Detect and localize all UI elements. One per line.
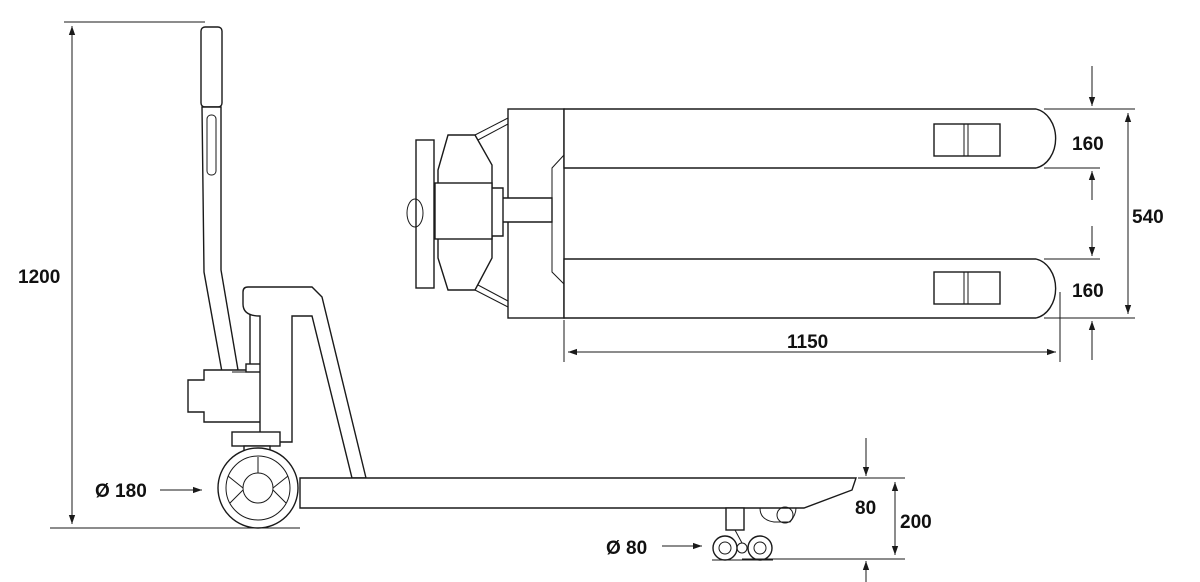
top-view <box>406 108 1057 319</box>
overall-height-label: 1200 <box>18 267 60 288</box>
overall-width-label: 540 <box>1132 207 1164 228</box>
load-roller-right <box>747 535 773 561</box>
load-roller-diameter-label: Ø 80 <box>606 538 647 559</box>
handle-grip <box>200 26 223 108</box>
fork-top <box>563 108 1057 169</box>
chassis-frame <box>242 286 367 479</box>
fork-side <box>299 477 857 509</box>
lifted-height-label: 200 <box>900 512 932 533</box>
steer-plate <box>415 139 435 289</box>
dimension-lines <box>50 21 1135 582</box>
fork-bottom <box>563 258 1057 319</box>
fork-width-bottom-label: 160 <box>1072 281 1104 302</box>
fork-width-top-label: 160 <box>1072 134 1104 155</box>
load-roller-left <box>712 535 738 561</box>
fork-length-label: 1150 <box>787 332 828 353</box>
lowered-height-label: 80 <box>855 498 876 519</box>
side-view <box>187 26 857 561</box>
handle-slot <box>206 114 217 176</box>
steer-wheel-diameter-label: Ø 180 <box>95 481 147 502</box>
